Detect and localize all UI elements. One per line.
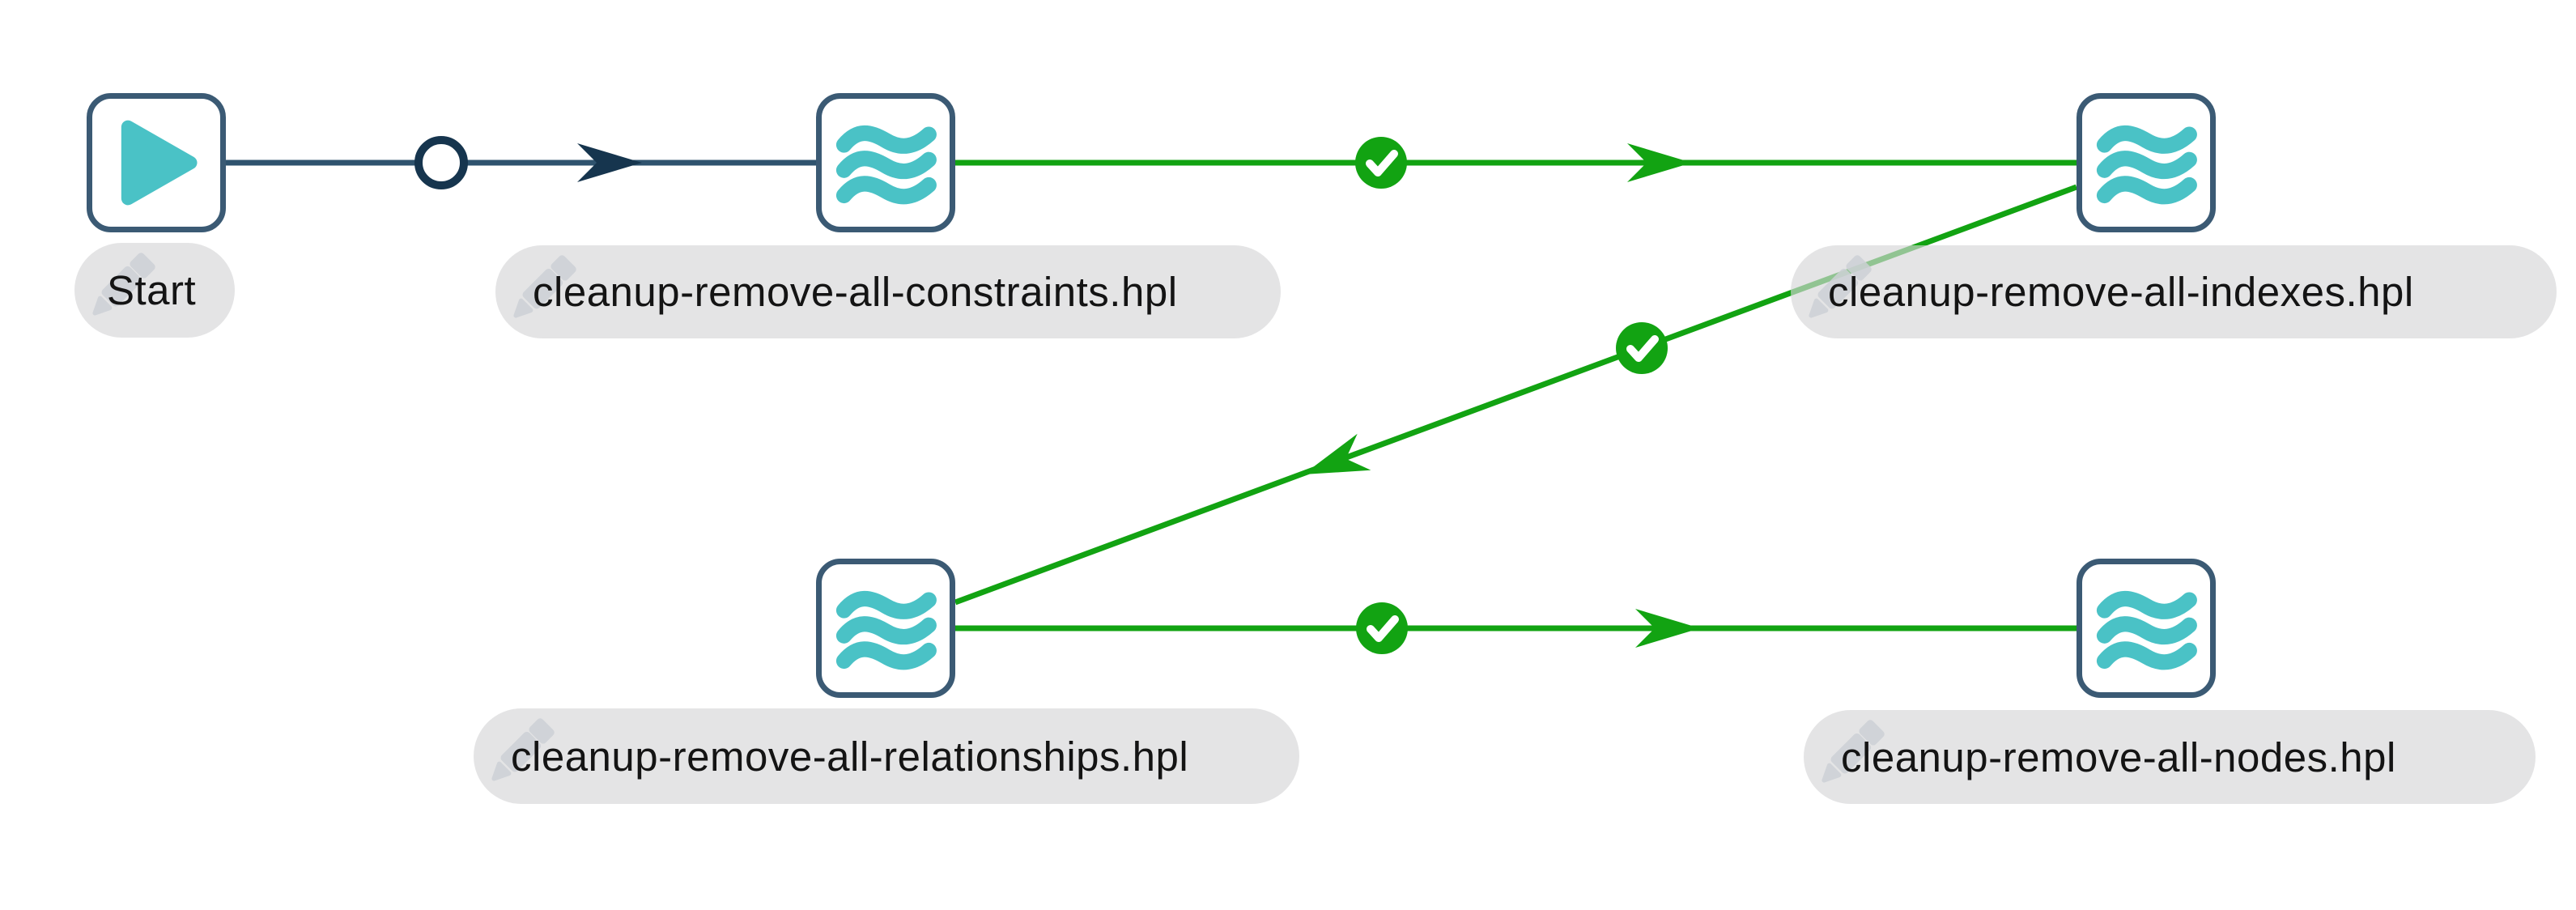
label-pill-relationships[interactable]: cleanup-remove-all-relationships.hpl — [474, 708, 1299, 804]
node-pipeline-relationships[interactable] — [816, 559, 955, 698]
check-success-icon[interactable] — [1355, 137, 1407, 189]
node-label: cleanup-remove-all-relationships.hpl — [511, 733, 1189, 780]
edit-pencil-icon — [491, 718, 555, 781]
edit-pencil-icon — [92, 253, 155, 316]
arrowhead-icon — [1303, 433, 1371, 474]
edge-relationships-to-nodes — [955, 602, 2077, 654]
check-success-icon[interactable] — [1616, 322, 1668, 374]
node-start[interactable] — [87, 93, 226, 232]
pipeline-waves-icon — [2096, 125, 2197, 205]
label-pill-nodes[interactable]: cleanup-remove-all-nodes.hpl — [1804, 710, 2536, 804]
arrowhead-icon — [1635, 609, 1700, 648]
circle-unconditional-icon[interactable] — [414, 136, 468, 189]
edit-pencil-icon — [1821, 720, 1885, 783]
label-pill-start[interactable]: Start — [74, 243, 235, 338]
edit-pencil-icon — [1809, 255, 1872, 318]
node-label: cleanup-remove-all-indexes.hpl — [1828, 269, 2414, 315]
node-label: Start — [107, 267, 197, 313]
check-success-icon[interactable] — [1356, 602, 1408, 654]
node-label: cleanup-remove-all-constraints.hpl — [533, 269, 1178, 315]
pipeline-waves-icon — [835, 590, 937, 670]
edit-pencil-icon — [513, 255, 576, 318]
label-pill-constraints[interactable]: cleanup-remove-all-constraints.hpl — [495, 245, 1281, 338]
node-pipeline-indexes[interactable] — [2077, 93, 2216, 232]
node-pipeline-nodes[interactable] — [2077, 559, 2216, 698]
node-label: cleanup-remove-all-nodes.hpl — [1841, 734, 2396, 780]
play-icon — [121, 120, 198, 206]
pipeline-waves-icon — [2096, 590, 2197, 670]
edge-constraints-to-indexes — [955, 137, 2077, 189]
label-pill-indexes[interactable]: cleanup-remove-all-indexes.hpl — [1791, 245, 2557, 338]
node-pipeline-constraints[interactable] — [816, 93, 955, 232]
arrowhead-icon — [577, 143, 642, 182]
arrowhead-icon — [1627, 143, 1692, 182]
pipeline-waves-icon — [835, 125, 937, 205]
edge-start-to-constraints — [226, 136, 816, 189]
